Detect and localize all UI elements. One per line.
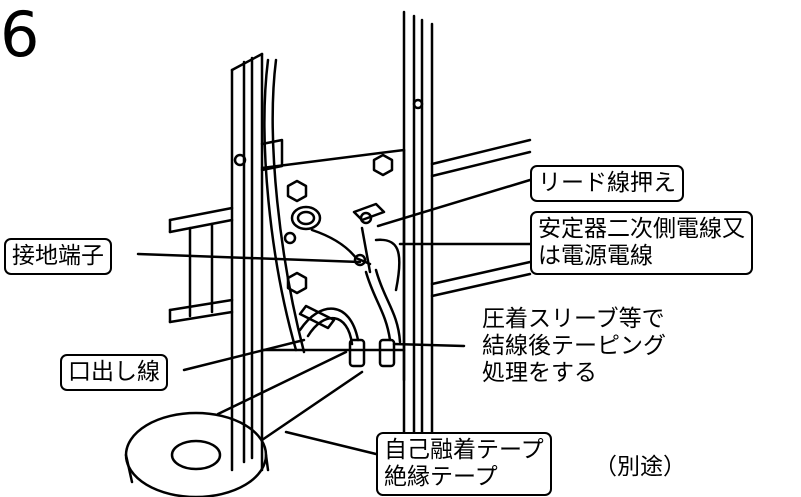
label-ground-terminal: 接地端子 <box>4 238 112 275</box>
label-tape: 自己融着テープ 絶縁テープ <box>376 432 552 496</box>
lead-out-wires <box>298 238 402 368</box>
grommet <box>290 205 322 231</box>
left-channel-frame <box>230 52 264 472</box>
right-channel-frame <box>402 10 434 457</box>
label-ground-terminal-text: 接地端子 <box>12 243 104 269</box>
label-ballast-secondary-wire: 安定器二次側電線又 は電源電線 <box>530 211 753 275</box>
tape-roll <box>124 350 364 497</box>
label-tape-line-1: 自己融着テープ <box>384 437 544 463</box>
wire-bundle <box>260 58 306 354</box>
i-beam <box>168 138 532 324</box>
label-lead-out-wire-text: 口出し線 <box>68 359 160 385</box>
label-crimp-line-3: 処理をする <box>482 360 597 386</box>
label-ballast-secondary-line-1: 安定器二次側電線又 <box>538 216 745 242</box>
label-lead-wire-clamp: リード線押え <box>530 165 684 202</box>
label-tape-line-2: 絶縁テープ <box>384 464 498 490</box>
leader-lines <box>136 178 532 456</box>
label-lead-wire-clamp-text: リード線押え <box>538 170 676 196</box>
figure-number: 6 <box>0 0 40 71</box>
label-crimp-sleeve-note: 圧着スリーブ等で 結線後テーピング 処理をする <box>482 306 666 387</box>
hex-nut <box>286 153 394 295</box>
label-ballast-secondary-line-2: は電源電線 <box>538 243 653 269</box>
label-separate: （別途） <box>594 454 686 480</box>
label-crimp-line-2: 結線後テーピング <box>482 333 666 359</box>
ground-terminal-bracket <box>283 228 372 267</box>
label-lead-out-wire: 口出し線 <box>60 354 168 391</box>
lead-wire-clamp <box>352 202 386 274</box>
label-crimp-line-1: 圧着スリーブ等で <box>482 306 665 332</box>
